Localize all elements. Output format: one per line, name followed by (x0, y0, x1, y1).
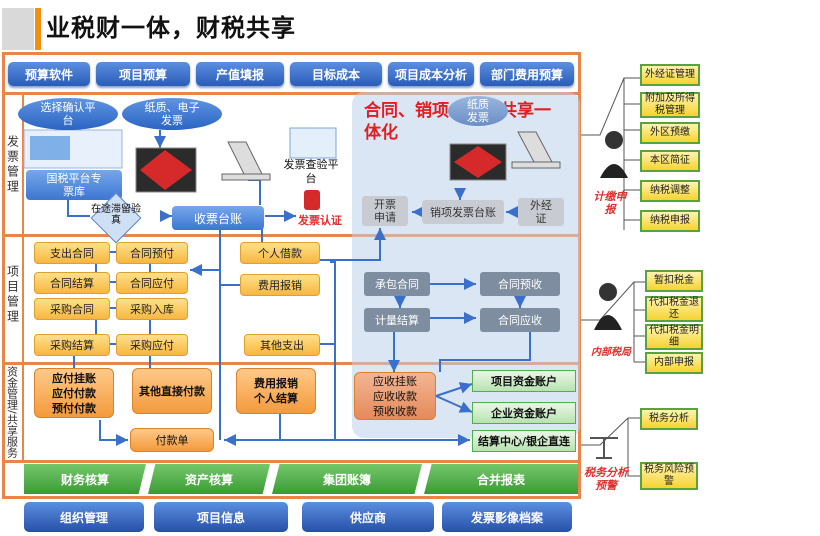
tax-item-simple-local[interactable]: 本区简征 (640, 150, 700, 172)
select-confirm-label: 选择确认平台 (40, 101, 96, 127)
paper-invoice-label: 纸质发票 (467, 98, 489, 124)
module-budget-software[interactable]: 预算软件 (8, 62, 90, 86)
receipt-item-1: 应收挂账 (373, 374, 417, 388)
module-supplier[interactable]: 供应商 (302, 502, 434, 532)
payable-item-3: 预付付款 (52, 401, 96, 415)
tax-item-surtax[interactable]: 附加及所得税管理 (640, 92, 700, 118)
section-label-project: 项目管理 (4, 250, 20, 340)
receipt-ledger-box[interactable]: 收票台账 (172, 206, 264, 230)
other-expense-box[interactable]: 其他支出 (244, 334, 320, 356)
module-department-budget[interactable]: 部门费用预算 (480, 62, 574, 86)
separator-fund (2, 460, 581, 463)
contract-receivable-box[interactable]: 合同应收 (480, 308, 560, 332)
expense-reimburse-box[interactable]: 费用报销 (240, 274, 320, 296)
payable-box[interactable]: 应付挂账 应付付款 预付付款 (34, 368, 114, 418)
external-cert-box[interactable]: 外经证 (518, 198, 564, 226)
module-consolidated-report[interactable]: 合并报表 (424, 464, 578, 494)
receipt-item-2: 应收收款 (373, 389, 417, 403)
external-cert-label: 外经证 (530, 199, 552, 225)
issue-apply-box[interactable]: 开票申请 (362, 196, 408, 226)
auth-logo-icon (304, 190, 320, 210)
sales-ledger-box[interactable]: 销项发票台账 (422, 200, 504, 224)
expense-personal-2: 个人结算 (254, 392, 298, 405)
tax-item-adjust[interactable]: 纳税调整 (640, 180, 700, 202)
separator-invoice (2, 234, 581, 237)
section-invoice-text: 发票管理 (5, 135, 20, 195)
page-title: 业税财一体，财税共享 (46, 14, 296, 42)
section-label-fund: 资金管理/共享服务 (4, 366, 20, 458)
purchase-contract-box[interactable]: 采购合同 (34, 298, 110, 320)
measure-settle-box[interactable]: 计量结算 (364, 308, 430, 332)
module-invoice-archive[interactable]: 发票影像档案 (442, 502, 572, 532)
other-direct-box[interactable]: 其他直接付款 (132, 368, 212, 414)
gov-platform-label: 国税平台专票库 (46, 172, 102, 198)
gov-platform-box: 国税平台专票库 (26, 170, 122, 200)
settlement-center-box[interactable]: 结算中心/银企直连 (472, 430, 576, 452)
tax-item-withhold-refund[interactable]: 代扣税金退还 (645, 296, 703, 322)
contract-payable-box[interactable]: 合同应付 (116, 272, 188, 294)
section-project-text: 项目管理 (5, 265, 20, 325)
tax-item-risk-warning[interactable]: 税务风险预警 (640, 462, 698, 490)
auth-label: 发票认证 (298, 214, 342, 227)
expense-contract-box[interactable]: 支出合同 (34, 242, 110, 264)
module-project-cost-analysis[interactable]: 项目成本分析 (388, 62, 474, 86)
payable-item-2: 应付付款 (52, 386, 96, 400)
payment-order-box[interactable]: 付款单 (130, 428, 214, 452)
module-project-info[interactable]: 项目信息 (154, 502, 288, 532)
tax-item-internal-declare[interactable]: 内部申报 (645, 352, 703, 374)
purchase-instock-box[interactable]: 采购入库 (116, 298, 188, 320)
project-account-box[interactable]: 项目资金账户 (472, 370, 576, 392)
title-gray-bar (2, 8, 34, 50)
separator-project (2, 362, 581, 365)
paper-electronic-oval: 纸质、电子发票 (122, 98, 222, 130)
enterprise-account-box[interactable]: 企业资金账户 (472, 402, 576, 424)
tax-item-external-cert[interactable]: 外经证管理 (640, 64, 700, 86)
separator-top (2, 92, 581, 95)
left-divider (22, 95, 24, 460)
purchase-settle-box[interactable]: 采购结算 (34, 334, 110, 356)
tax-item-withhold[interactable]: 暂扣税金 (645, 270, 703, 292)
check-platform-label: 发票查验平台 (283, 158, 339, 185)
module-target-cost[interactable]: 目标成本 (290, 62, 382, 86)
expense-personal-1: 费用报销 (254, 377, 298, 390)
expense-personal-box[interactable]: 费用报销 个人结算 (236, 368, 316, 414)
payable-item-1: 应付挂账 (52, 371, 96, 385)
internal-tax-label: 内部税局 (591, 347, 631, 358)
purchase-payable-box[interactable]: 采购应付 (116, 334, 188, 356)
contract-box[interactable]: 承包合同 (364, 272, 430, 296)
select-confirm-oval: 选择确认平台 (18, 98, 118, 130)
module-output-entry[interactable]: 产值填报 (196, 62, 284, 86)
module-asset-accounting[interactable]: 资产核算 (148, 464, 270, 494)
contract-prepay-box[interactable]: 合同预付 (116, 242, 188, 264)
module-finance-accounting[interactable]: 财务核算 (24, 464, 146, 494)
personal-loan-box[interactable]: 个人借款 (240, 242, 320, 264)
receipts-box[interactable]: 应收挂账 应收收款 预收收款 (354, 372, 436, 420)
contract-prereceive-box[interactable]: 合同预收 (480, 272, 560, 296)
tax-item-prepay-other[interactable]: 外区预缴 (640, 122, 700, 144)
in-transit-label: 在途滞留验真 (91, 204, 141, 226)
section-fund-text: 资金管理/共享服务 (5, 366, 19, 458)
issue-apply-label: 开票申请 (374, 198, 396, 224)
paper-invoice-oval: 纸质发票 (448, 96, 508, 126)
risk-warning-label: 税务分析预警 (584, 466, 628, 492)
tax-item-declare[interactable]: 纳税申报 (640, 210, 700, 232)
contract-settle-box[interactable]: 合同结算 (34, 272, 110, 294)
section-label-invoice: 发票管理 (4, 120, 20, 210)
title-orange-bar (35, 8, 41, 50)
tax-item-analysis[interactable]: 税务分析 (640, 408, 698, 430)
paper-electronic-label: 纸质、电子发票 (144, 101, 200, 127)
module-org-management[interactable]: 组织管理 (24, 502, 144, 532)
module-group-books[interactable]: 集团账簿 (272, 464, 422, 494)
tax-item-withhold-detail[interactable]: 代扣税金明细 (645, 324, 703, 350)
tax-declare-label: 计缴申报 (593, 190, 627, 216)
module-project-budget[interactable]: 项目预算 (96, 62, 190, 86)
receipt-item-3: 预收收款 (373, 404, 417, 418)
